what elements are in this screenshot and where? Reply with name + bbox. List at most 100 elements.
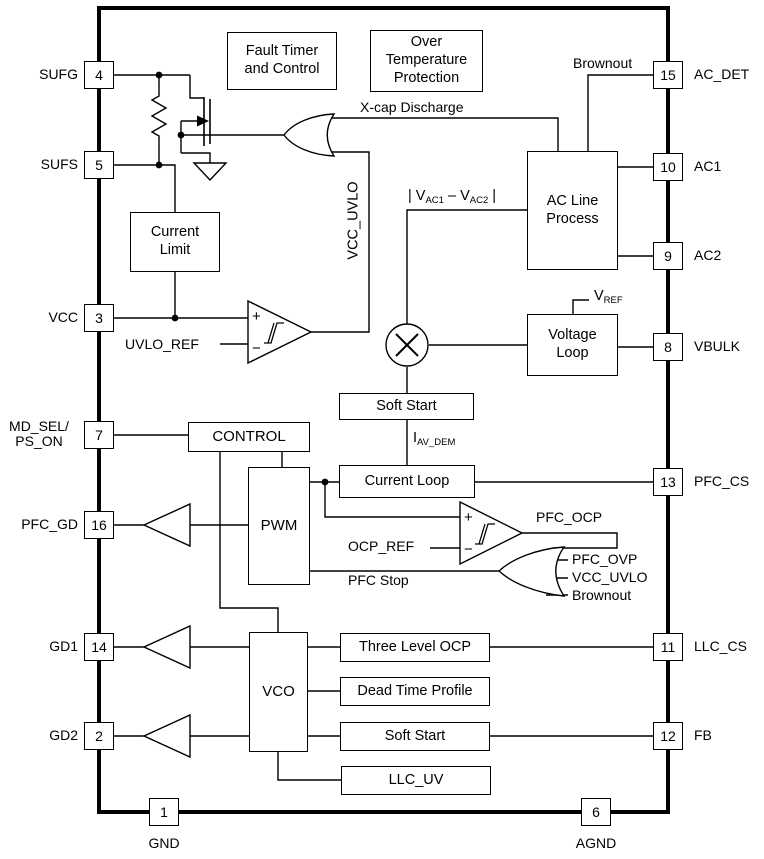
buffer-pfc-gd <box>142 502 191 548</box>
block-soft-start-llc: Soft Start <box>340 722 490 751</box>
pin-14-gd1: 14 <box>84 633 114 661</box>
formula-sub: AC1 <box>425 195 444 206</box>
pin-label-pfc-cs: PFC_CS <box>694 473 750 489</box>
block-ac-line-process: AC Line Process <box>527 151 618 270</box>
signal-pfc-stop: PFC Stop <box>348 572 409 588</box>
pin-15-ac-det: 15 <box>653 61 683 89</box>
pin-label-gd2: GD2 <box>49 727 78 743</box>
pin-number: 2 <box>95 728 103 744</box>
pin-number: 10 <box>660 159 676 175</box>
signal-brownout-top: Brownout <box>573 55 633 71</box>
signal-brownout: Brownout <box>572 587 632 603</box>
pin-label-ac2: AC2 <box>694 247 722 263</box>
pin-13-pfc-cs: 13 <box>653 468 683 496</box>
multiplier-icon <box>385 323 429 367</box>
pin-number: 7 <box>95 427 103 443</box>
label-iav-dem: IAV_DEM <box>413 430 455 448</box>
pin-label-ac1: AC1 <box>694 158 722 174</box>
ground-icon <box>192 162 228 182</box>
uvlo-minus-sign: − <box>252 340 261 357</box>
resistor-symbol <box>150 75 168 165</box>
wires-layer <box>114 74 653 781</box>
pin-number: 11 <box>660 639 676 655</box>
pin-10-ac1: 10 <box>653 153 683 181</box>
formula-text: | V <box>408 188 426 204</box>
pin-label-ac-det: AC_DET <box>694 66 750 82</box>
pin-3-vcc: 3 <box>84 304 114 332</box>
signal-vcc-uvlo: VCC_UVLO <box>572 569 648 585</box>
pin-label-pfc-gd: PFC_GD <box>21 516 78 532</box>
label-vac-difference: | VAC1 – VAC2 | <box>408 188 496 206</box>
formula-sub: AC2 <box>469 195 489 206</box>
block-llc-uv: LLC_UV <box>341 766 491 795</box>
block-soft-start-pfc: Soft Start <box>339 393 474 420</box>
block-dead-time-profile: Dead Time Profile <box>340 677 490 706</box>
pin-label-gd1: GD1 <box>49 638 78 654</box>
pin-16-pfc-gd: 16 <box>84 511 114 539</box>
block-control: CONTROL <box>188 422 310 452</box>
signal-pfc-ocp: PFC_OCP <box>536 509 603 525</box>
pin-9-ac2: 9 <box>653 242 683 270</box>
pin-number: 8 <box>664 339 672 355</box>
hysteresis-icon <box>475 523 495 545</box>
signal-pfc-ovp: PFC_OVP <box>572 551 638 567</box>
formula-text: V <box>594 288 604 304</box>
pin-number: 6 <box>592 804 600 820</box>
pin-6-agnd: 6 <box>581 798 611 826</box>
pin-4-sufg: 4 <box>84 61 114 89</box>
pin-number: 12 <box>660 728 676 744</box>
signal-xcap-discharge: X-cap Discharge <box>360 99 464 115</box>
pin-number: 9 <box>664 248 672 264</box>
block-over-temperature: Over Temperature Protection <box>370 30 483 92</box>
formula-text: | <box>488 188 497 204</box>
formula-sub: REF <box>603 295 623 306</box>
label-vref: VREF <box>594 288 623 306</box>
pin-number: 4 <box>95 67 103 83</box>
pin-1-gnd: 1 <box>149 798 179 826</box>
pin-8-vbulk: 8 <box>653 333 683 361</box>
buffers-layer <box>142 502 191 759</box>
block-current-loop: Current Loop <box>339 465 475 498</box>
pin-label-line2: PS_ON <box>15 433 63 450</box>
block-vco: VCO <box>249 632 308 752</box>
pin-label-fb: FB <box>694 727 712 743</box>
or-gate-xcap <box>283 113 336 157</box>
ocp-minus-sign: − <box>464 541 473 558</box>
comparator-uvlo: + − <box>247 299 313 365</box>
comparator-ocp: + − <box>459 500 524 566</box>
pin-label-gnd: GND <box>148 835 180 851</box>
or-gate-pfc-stop <box>497 546 566 597</box>
signal-vcc-uvlo-vertical: VCC_UVLO <box>345 181 362 260</box>
pin-11-llc-cs: 11 <box>653 633 683 661</box>
hysteresis-icon <box>264 322 284 344</box>
pin-label-vbulk: VBULK <box>694 338 740 354</box>
block-three-level-ocp: Three Level OCP <box>340 633 490 662</box>
pin-12-fb: 12 <box>653 722 683 750</box>
block-current-limit: Current Limit <box>130 212 220 272</box>
block-voltage-loop: Voltage Loop <box>527 314 618 376</box>
uvlo-plus-sign: + <box>252 308 261 325</box>
pin-number: 16 <box>91 517 107 533</box>
pin-number: 14 <box>91 639 107 655</box>
block-pwm: PWM <box>248 467 310 585</box>
pin-label-md-sel-ps-on: MD_SEL/ PS_ON <box>0 418 78 450</box>
signal-ocp-ref: OCP_REF <box>348 538 415 554</box>
pin-label-sufs: SUFS <box>40 156 78 172</box>
pin-label-line1: MD_SEL/ <box>9 418 69 434</box>
pin-number: 5 <box>95 157 103 173</box>
buffer-gd1 <box>142 624 191 670</box>
junction-dots <box>155 71 329 486</box>
mosfet-symbol <box>181 97 211 146</box>
pin-label-vcc: VCC <box>48 309 78 325</box>
formula-text: – V <box>443 188 470 204</box>
pin-number: 1 <box>160 804 168 820</box>
pin-label-sufg: SUFG <box>39 66 78 82</box>
pin-number: 3 <box>95 310 103 326</box>
chip-outline <box>97 6 670 814</box>
ocp-plus-sign: + <box>464 509 473 526</box>
pin-number: 13 <box>660 474 676 490</box>
pin-5-sufs: 5 <box>84 151 114 179</box>
pin-7-md-sel: 7 <box>84 421 114 449</box>
